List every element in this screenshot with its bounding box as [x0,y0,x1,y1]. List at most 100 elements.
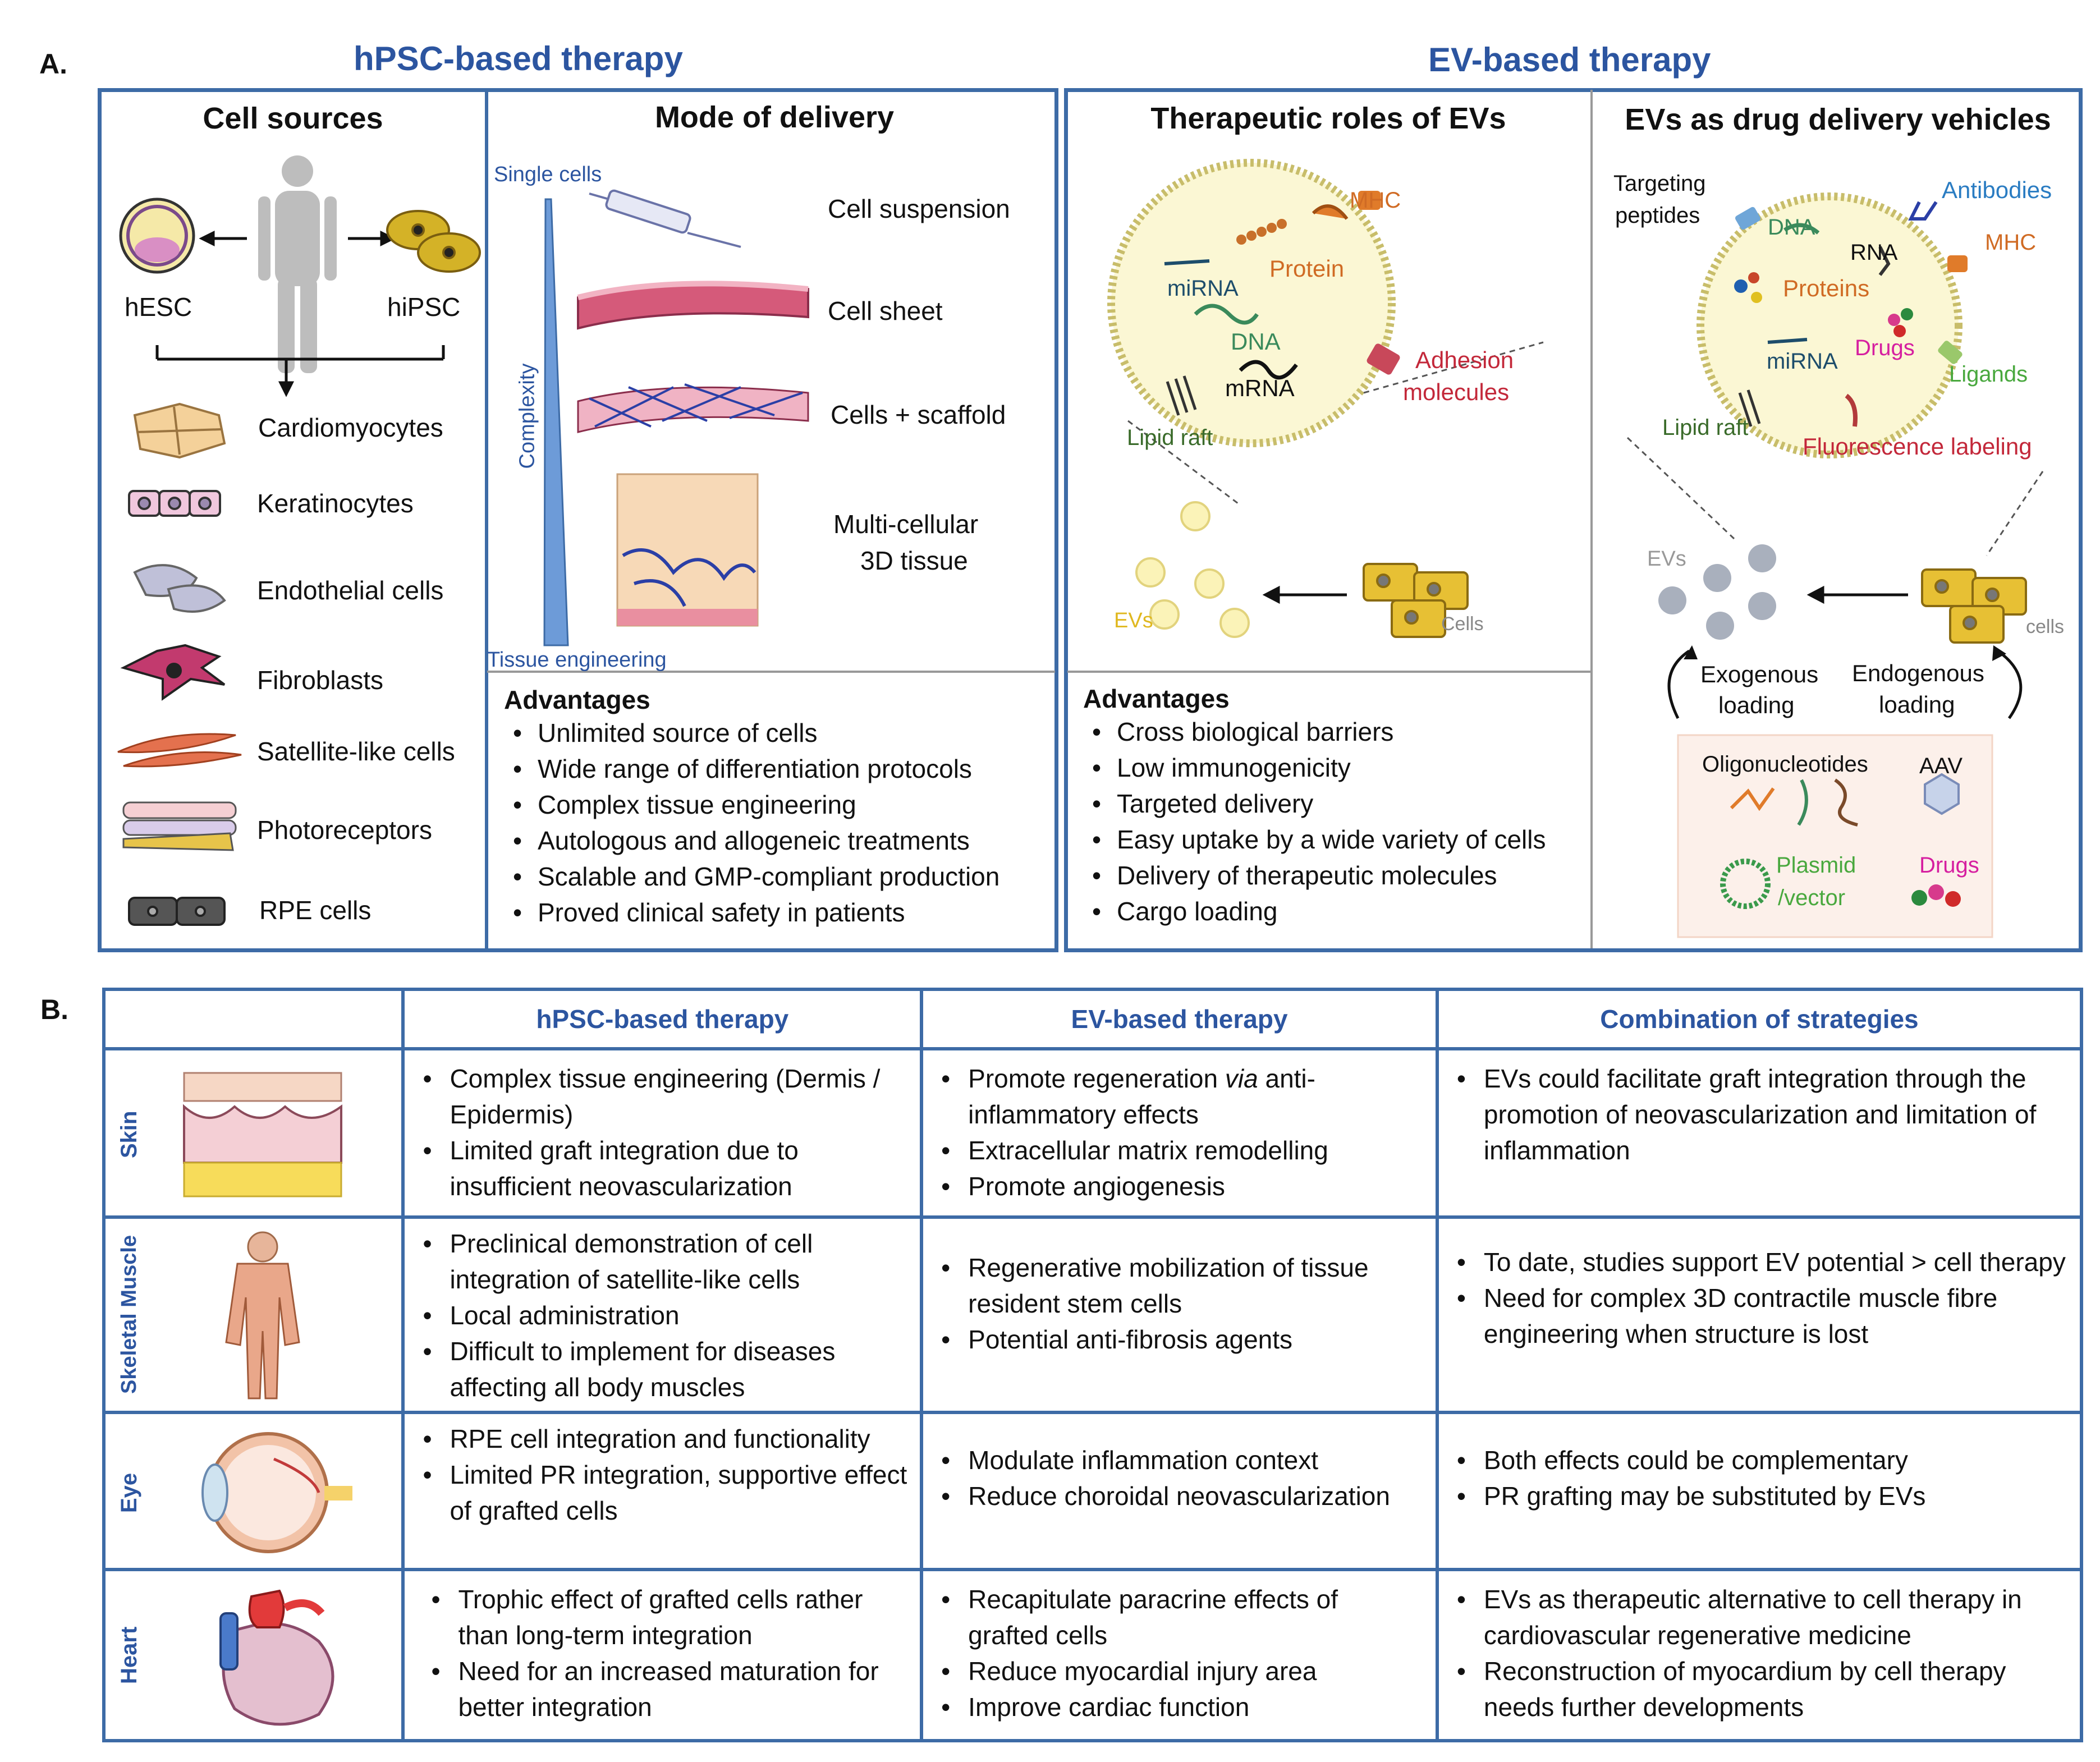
adhesion-icon [1367,343,1400,375]
syringe-icon [589,189,741,248]
muscle-combo-item: To date, studies support EV potential > … [1457,1244,2069,1280]
eye-hpsc-item: RPE cell integration and functionality [423,1421,909,1457]
hpsc-adv-item: Complex tissue engineering [513,787,999,823]
cardiomyocytes-icon [133,402,226,459]
oligonucleotide-icons [1730,778,1858,827]
heart-ev-item: Reduce myocardial injury area [941,1653,1424,1689]
col-header-ev: EV-based therapy [920,988,1439,1050]
row-label-skin: Skin [117,1111,141,1159]
ev-advantages: Advantages Cross biological barriers Low… [1083,683,1546,929]
panel-b-label: B. [40,994,68,1025]
protein-icon [1236,219,1287,245]
dna-icon [1194,304,1259,325]
ev-vesicle-2 [1696,192,1963,458]
keratinocytes-icon [128,490,221,517]
proteins-label: Proteins [1783,275,1870,301]
cell-sources-illustrations [117,155,481,926]
mode-3: Multi-cellular [833,510,979,539]
endogenous-arrow [1997,649,2023,719]
skin-ev-item-first: Promote regeneration via anti-inflammato… [941,1061,1424,1132]
delivery-illustrations [543,189,809,646]
lipid-raft-label-2: Lipid raft [1662,415,1749,440]
evs-particles [1135,501,1250,638]
ev-roles-title: Therapeutic roles of EVs [1150,102,1506,135]
table-row: Skin Complex tissue engineering (Dermis … [102,1047,2084,1219]
hpsc-heading: hPSC-based therapy [354,40,683,77]
table-header-row: hPSC-based therapy EV-based therapy Comb… [102,988,2084,1050]
endothelial-cells-icon [133,564,226,613]
ev-adv-item: Low immunogenicity [1092,750,1546,786]
ev-adv-item: Cross biological barriers [1092,714,1546,750]
eye-hpsc-cell: RPE cell integration and functionality L… [401,1411,924,1571]
ev-roles-mirna: miRNA [1167,276,1239,301]
muscle-combo-cell: To date, studies support EV potential > … [1435,1215,2084,1414]
eye-combo-item: Both effects could be complementary [1457,1442,2069,1478]
muscle-hpsc-cell: Preclinical demonstration of cell integr… [401,1215,924,1414]
dna-label-2: DNA [1768,215,1815,240]
skin-ev-text-b: anti-inflammatory effects [968,1064,1315,1129]
hpsc-adv-item: Autologous and allogeneic treatments [513,823,999,859]
heart-hpsc-item: Trophic effect of grafted cells rather t… [431,1581,909,1653]
evs-particles-2 [1658,544,1776,640]
antibody-icon [1908,201,1938,221]
cells-icon [1363,563,1469,638]
ev-roles-illustration [1107,159,1544,638]
row-label-heart: Heart [117,1626,141,1685]
table-row: Skeletal Muscle Preclinical demonstratio… [102,1215,2084,1414]
skin-ev-item: Extracellular matrix remodelling [941,1132,1424,1168]
endogenous-1: Endogenous [1852,660,1984,686]
row-label-eye: Eye [117,1472,141,1513]
muscle-hpsc-item: Difficult to implement for diseases affe… [423,1333,909,1405]
targeting-2: peptides [1615,203,1700,228]
drugs-label: Drugs [1855,336,1915,360]
heart-ev-item: Recapitulate paracrine effects of grafte… [941,1581,1424,1653]
dna-icon-2 [1783,223,1820,235]
skin-combo-cell: EVs could facilitate graft integration t… [1435,1047,2084,1219]
row-label-cell: Heart [102,1568,405,1742]
cells-label-2: cells [2026,616,2065,637]
col-header-combo: Combination of strategies [1435,988,2084,1050]
table-row: Eye RPE cell integration and functionali… [102,1411,2084,1571]
ev-roles-protein: Protein [1269,255,1345,282]
muscle-icon [225,1231,300,1399]
3d-tissue-icon [616,473,759,627]
muscle-ev-item: Potential anti-fibrosis agents [941,1322,1424,1357]
exogenous-2: loading [1718,692,1795,718]
eye-icon [201,1432,352,1553]
eye-ev-item: Reduce choroidal neovascularization [941,1478,1424,1514]
ev-roles-lipid-raft: Lipid raft [1127,425,1213,450]
hpsc-adv-item: Proved clinical safety in patients [513,894,999,930]
ligand-icon [1938,341,1963,364]
mhc-label-2: MHC [1985,230,2037,255]
ev-roles-mrna: mRNA [1225,375,1295,401]
lipid-raft-icon [1166,375,1197,416]
skin-hpsc-item: Complex tissue engineering (Dermis / Epi… [423,1061,909,1132]
human-figure-icon [258,155,337,373]
hesc-label: hESC [125,292,192,322]
skin-ev-cell: Promote regeneration via anti-inflammato… [920,1047,1439,1219]
ev-roles-adhesion-2: molecules [1403,379,1510,405]
hpsc-advantages-heading: Advantages [504,685,650,714]
heart-combo-item: Reconstruction of myocardium by cell the… [1457,1653,2069,1725]
ev-box [1064,88,2083,952]
heart-ev-cell: Recapitulate paracrine effects of grafte… [920,1568,1439,1742]
ev-divider [1590,90,1593,948]
ev-adv-item: Delivery of therapeutic molecules [1092,857,1546,893]
mhc-icon-2 [1947,255,1968,272]
comparison-table: hPSC-based therapy EV-based therapy Comb… [102,988,2084,1742]
hpsc-adv-item: Wide range of differentiation protocols [513,751,999,787]
endogenous-2: loading [1879,691,1955,718]
drugs-icon [1888,308,1913,337]
muscle-hpsc-item: Preclinical demonstration of cell integr… [423,1226,909,1297]
cargo-box [1677,734,1993,938]
heart-combo-item: EVs as therapeutic alternative to cell t… [1457,1581,2069,1653]
cell-type-5: Photoreceptors [257,815,432,845]
hpsc-box [98,88,1058,952]
skin-hpsc-item: Limited graft integration due to insuffi… [423,1132,909,1204]
skin-ev-text-via: via [1225,1064,1258,1093]
row-label-cell: Skin [102,1047,405,1219]
hpsc-advantages-list: Unlimited source of cells Wide range of … [504,715,999,930]
evs-label-2: EVs [1647,547,1686,571]
aav-label: AAV [1919,754,1963,778]
plasmid-label-2: /vector [1778,885,1846,910]
